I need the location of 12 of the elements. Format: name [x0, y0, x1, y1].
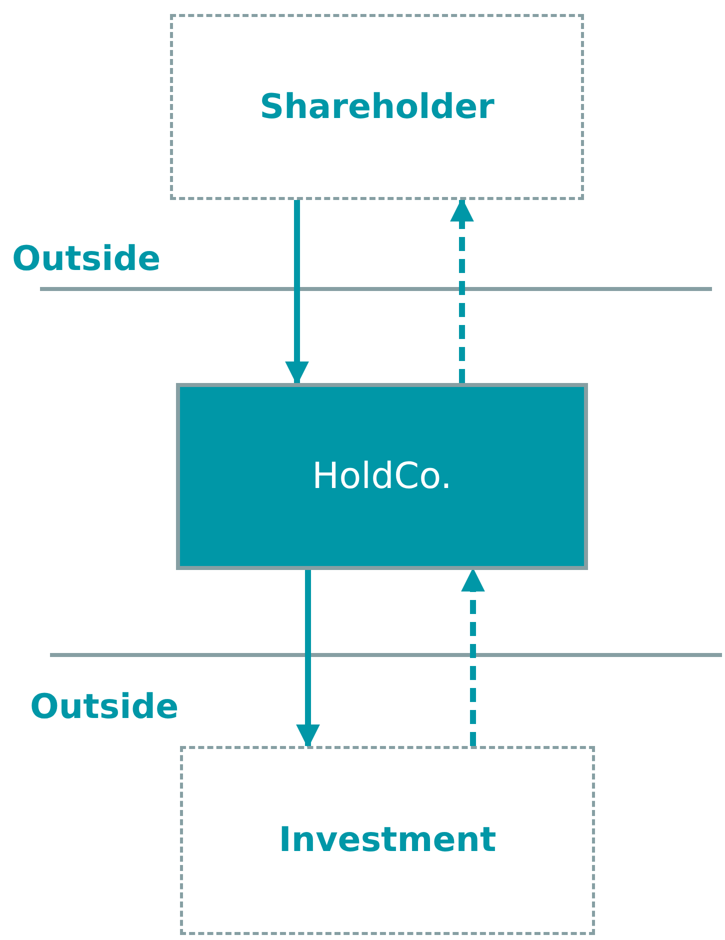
arrow [285, 200, 309, 386]
process-box [176, 383, 588, 570]
dashed-box [170, 14, 584, 200]
node-label: HoldCo. [312, 454, 452, 498]
node-label: Shareholder [260, 86, 494, 128]
zone-label: Outside [30, 686, 179, 729]
dashed-box [180, 746, 595, 935]
arrow [461, 568, 485, 746]
zone-label: Outside [12, 238, 161, 281]
node-label: Investment [278, 819, 496, 862]
arrow [296, 570, 320, 748]
arrow [450, 198, 474, 383]
